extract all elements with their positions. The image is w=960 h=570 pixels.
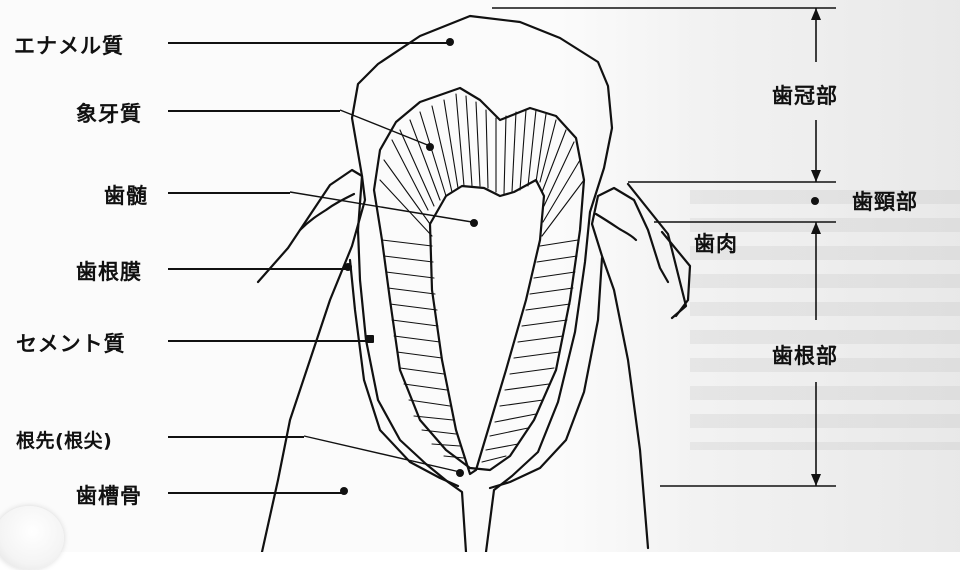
dot-periodontal-ligament <box>344 263 352 271</box>
leader-apex <box>168 436 304 438</box>
leader-cementum <box>168 340 368 342</box>
label-enamel: エナメル質 <box>14 30 124 60</box>
label-apex: 根先(根尖) <box>16 426 112 453</box>
label-crown: 歯冠部 <box>772 80 838 110</box>
label-neck: 歯頸部 <box>852 186 918 216</box>
leader-dentin <box>168 110 340 112</box>
dentin-outline <box>374 88 584 470</box>
bone-outline-right <box>592 188 668 548</box>
label-periodontal-ligament: 歯根膜 <box>76 256 142 286</box>
label-cementum: セメント質 <box>16 328 126 358</box>
label-dentin: 象牙質 <box>76 98 142 128</box>
dot-cementum <box>366 335 374 343</box>
dot-dentin <box>426 143 434 151</box>
dot-alveolar-bone <box>340 487 348 495</box>
dot-pulp <box>470 219 478 227</box>
leader-periodontal-ligament <box>168 268 346 270</box>
root-outer-left <box>350 260 458 486</box>
label-alveolar-bone: 歯槽骨 <box>76 480 142 510</box>
label-root: 歯根部 <box>772 340 838 370</box>
gum-edge-left <box>300 194 354 230</box>
root-outer-right <box>490 258 602 488</box>
bone-outline-left <box>258 170 365 552</box>
thumb-shadow <box>0 506 64 570</box>
dot-apex <box>456 469 464 477</box>
leader-alveolar-bone <box>168 492 344 494</box>
label-gum: 歯肉 <box>694 228 738 258</box>
dot-enamel <box>446 38 454 46</box>
leader-enamel <box>168 42 450 44</box>
label-pulp: 歯髄 <box>104 180 148 210</box>
leader-pulp <box>168 192 290 194</box>
gum-bracket <box>662 232 690 316</box>
gum-edge-right <box>596 214 636 240</box>
dot-neck <box>811 197 819 205</box>
